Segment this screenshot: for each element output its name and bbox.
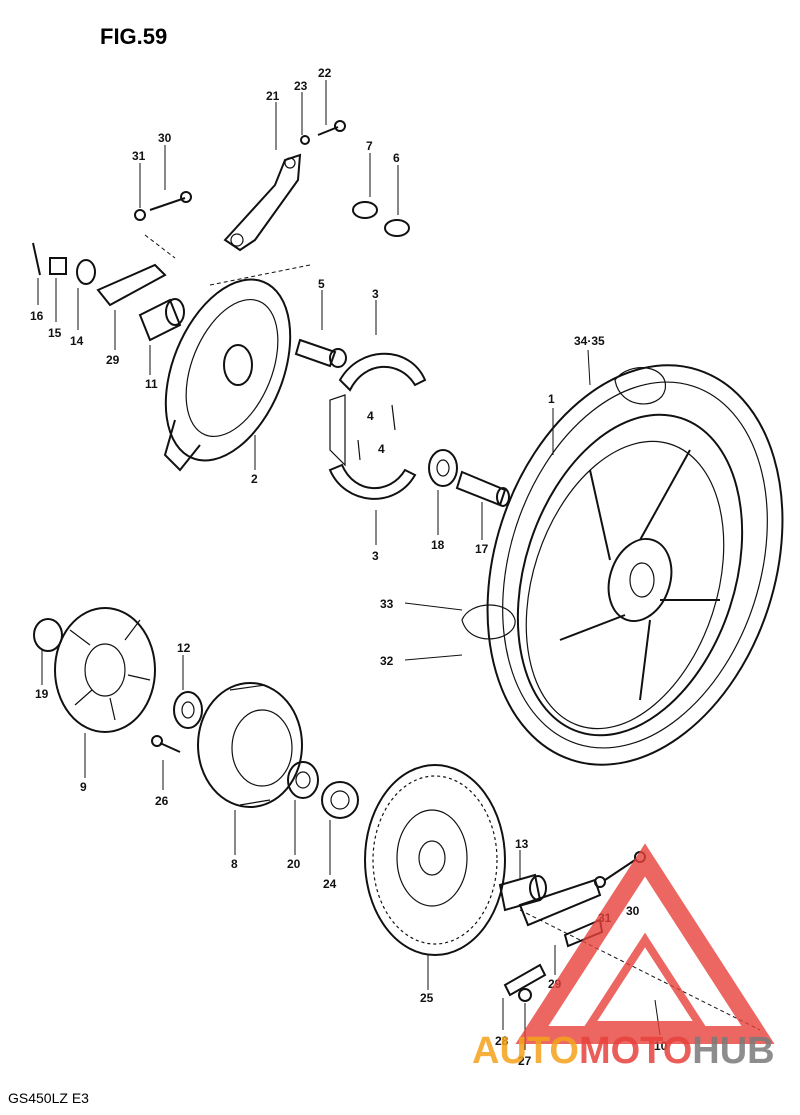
- callout-1: 1: [548, 392, 555, 406]
- spacer-17: [455, 470, 510, 507]
- callout-26: 26: [155, 794, 169, 808]
- callout-2: 2: [251, 472, 258, 486]
- bolt-30: [149, 191, 192, 211]
- callout-labels: 1 2 3 3 4 4 5 6 7 8 9 10 11 12 13 14 15 …: [30, 66, 668, 1068]
- callout-5: 5: [318, 277, 325, 291]
- bearing-18: [428, 449, 458, 487]
- nut-15: [49, 257, 67, 275]
- brake-panel: [163, 278, 292, 472]
- callout-6: 6: [393, 151, 400, 165]
- callout-24: 24: [323, 877, 337, 891]
- callout-23: 23: [294, 79, 308, 93]
- washer-31: [134, 209, 146, 221]
- washer-14: [76, 259, 96, 285]
- callout-17: 17: [475, 542, 489, 556]
- callout-4-lower: 4: [378, 442, 385, 456]
- chain-adjuster-28: [503, 963, 547, 997]
- bolt-22: [317, 120, 346, 136]
- collar-12: [173, 691, 203, 729]
- callout-18: 18: [431, 538, 445, 552]
- callout-14: 14: [70, 334, 84, 348]
- callout-30-top: 30: [158, 131, 172, 145]
- callout-33: 33: [380, 597, 394, 611]
- nut-27: [518, 988, 532, 1002]
- callout-11: 11: [145, 377, 158, 391]
- bolt-26: [151, 735, 181, 753]
- brake-cam-shaft: [294, 338, 347, 368]
- callout-19: 19: [35, 687, 49, 701]
- model-code: GS450LZ E3: [8, 1090, 89, 1106]
- leader-lines: [37, 80, 661, 1050]
- callout-7: 7: [366, 139, 373, 153]
- callout-9: 9: [80, 780, 87, 794]
- callout-34-35: 34·35: [574, 334, 605, 348]
- watermark-text: AUTOMOTOHUB: [472, 1030, 775, 1072]
- washer-7: [352, 201, 378, 219]
- watermark-triangle-icon: [515, 843, 775, 1044]
- sprocket-drum-8: [197, 682, 303, 808]
- callout-27: 27: [518, 1054, 532, 1068]
- chain-adjuster-plate: [518, 878, 602, 927]
- collar-11: [138, 298, 185, 342]
- figure-title: FIG.59: [100, 24, 167, 49]
- callout-21: 21: [266, 89, 280, 103]
- washer-23: [300, 135, 310, 145]
- callout-32: 32: [380, 654, 394, 668]
- rear-sprocket-25: [364, 764, 506, 956]
- callout-3-top: 3: [372, 287, 379, 301]
- callout-12: 12: [177, 641, 191, 655]
- watermark-logo: [515, 843, 775, 1044]
- callout-13: 13: [515, 837, 529, 851]
- bearing-20: [287, 761, 319, 799]
- callout-4-upper: 4: [367, 409, 374, 423]
- callout-8: 8: [231, 857, 238, 871]
- callout-29-top: 29: [106, 353, 120, 367]
- callout-30-bottom: 30: [626, 904, 640, 918]
- callout-3-bottom: 3: [372, 549, 379, 563]
- callout-16: 16: [30, 309, 44, 323]
- rear-axle-10: [519, 909, 761, 1031]
- callout-20: 20: [287, 857, 301, 871]
- damper-cushion-9: [54, 607, 156, 733]
- washer-31-bottom: [594, 876, 606, 888]
- washer-6: [384, 219, 410, 237]
- torque-link: [223, 153, 302, 252]
- callout-31-top: 31: [132, 149, 146, 163]
- cotter-pin-16: [32, 242, 41, 276]
- brake-shoes: [328, 352, 427, 500]
- rear-wheel: [461, 364, 784, 766]
- callout-15: 15: [48, 326, 62, 340]
- oil-seal-24: [321, 781, 359, 819]
- callout-25: 25: [420, 991, 434, 1005]
- callout-28: 28: [495, 1034, 509, 1048]
- torque-plate-29: [96, 263, 167, 307]
- oil-seal-19: [33, 618, 63, 652]
- callout-22: 22: [318, 66, 332, 80]
